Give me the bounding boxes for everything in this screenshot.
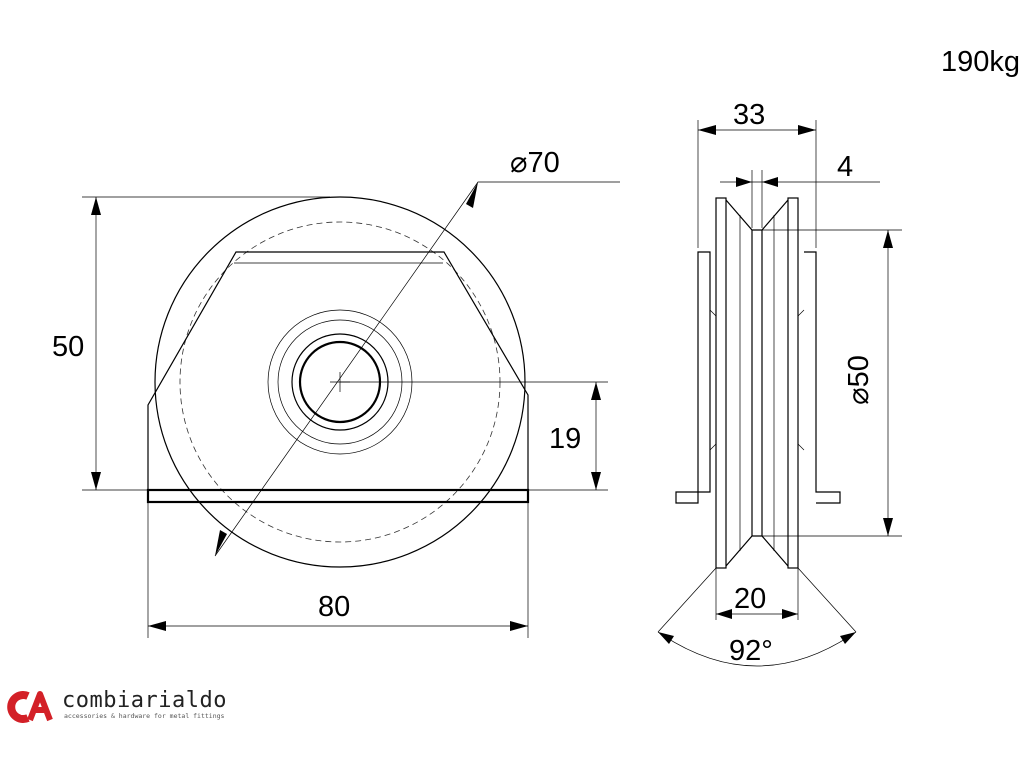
front-view: ⌀70 50 19 80 — [52, 147, 620, 638]
left-bracket-leg — [675, 251, 711, 504]
axle-height-label: 19 — [549, 423, 581, 455]
brand-tagline: accessories & hardware for metal fitting… — [64, 712, 225, 720]
overall-width-label: 33 — [733, 99, 765, 131]
groove-angle-label: 92° — [729, 635, 773, 667]
groove-bottom — [725, 535, 789, 567]
right-bracket-leg — [804, 251, 841, 504]
bracket-width-label: 80 — [318, 591, 350, 623]
groove-angle-arc — [657, 631, 857, 667]
groove-diameter-label: ⌀50 — [843, 355, 875, 405]
total-height-label: 50 — [52, 331, 84, 363]
right-flange — [787, 197, 799, 569]
diameter-leader — [214, 181, 620, 557]
groove-top — [725, 199, 789, 231]
left-flange — [715, 197, 727, 569]
bracket-base — [146, 488, 530, 504]
groove-opening-label: 20 — [734, 583, 766, 615]
brand-logo: combiarialdo accessories & hardware for … — [6, 688, 226, 726]
groove-width-label: 4 — [837, 151, 853, 183]
side-view: 33 4 ⌀50 20 92° — [657, 99, 902, 667]
wheel-diameter-label: ⌀70 — [510, 147, 560, 179]
brand-name: combiarialdo — [62, 688, 227, 713]
load-rating: 190kg — [940, 46, 1020, 78]
brand-mark-icon — [7, 691, 53, 723]
